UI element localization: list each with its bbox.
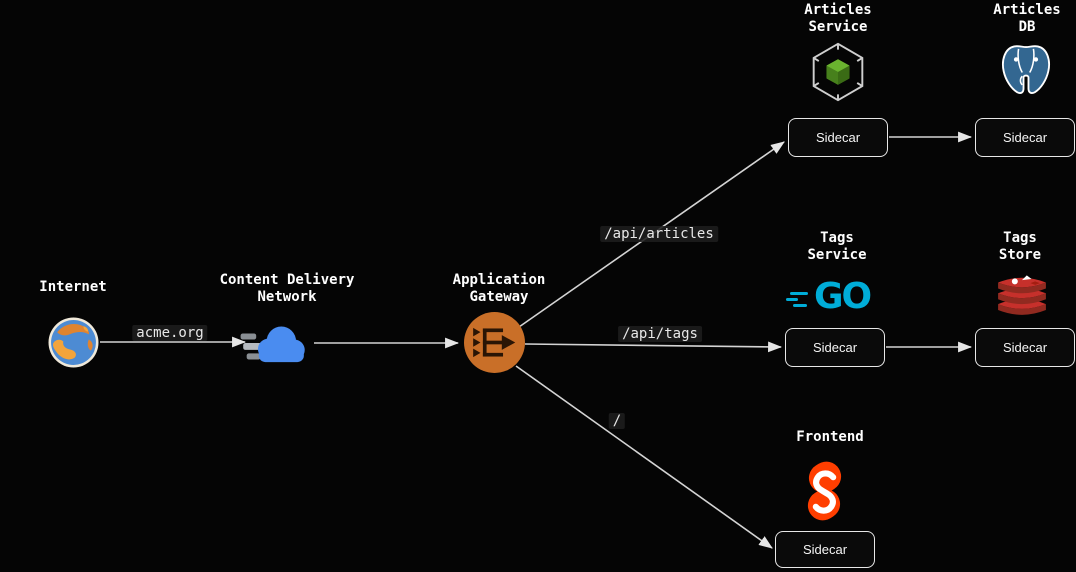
edge-label-root-path: / — [608, 413, 626, 429]
cdn-cloud-icon — [238, 317, 316, 369]
edge-label-acme-org: acme.org — [132, 325, 208, 341]
edge-label-api-tags: /api/tags — [618, 326, 702, 342]
edge-label-api-articles: /api/articles — [600, 226, 718, 242]
sidecar-label: Sidecar — [802, 542, 848, 557]
sidecar-label: Sidecar — [815, 130, 861, 145]
go-speed-lines — [786, 290, 812, 310]
articles-service-sidecar: Sidecar — [788, 118, 888, 157]
edge-gateway-to-frontend-sidecar — [515, 365, 773, 549]
go-logo-icon: GO — [786, 276, 874, 317]
globe-icon — [48, 317, 99, 368]
tags-store-sidecar: Sidecar — [975, 328, 1075, 367]
sidecar-label: Sidecar — [1002, 340, 1048, 355]
frontend-label: Frontend — [796, 429, 864, 445]
pod-cube-icon — [806, 40, 870, 104]
frontend-sidecar: Sidecar — [775, 531, 875, 568]
application-gateway-icon — [464, 312, 525, 373]
svelte-icon — [799, 460, 850, 522]
postgresql-icon — [995, 38, 1057, 102]
sidecar-label: Sidecar — [812, 340, 858, 355]
internet-label: Internet — [39, 279, 107, 295]
articles-db-sidecar: Sidecar — [975, 118, 1075, 157]
sidecar-label: Sidecar — [1002, 130, 1048, 145]
tags-service-sidecar: Sidecar — [785, 328, 885, 367]
go-logo-text: GO — [814, 276, 872, 317]
redis-icon — [992, 267, 1052, 322]
edge-gateway-to-tags-sidecar — [524, 341, 783, 353]
